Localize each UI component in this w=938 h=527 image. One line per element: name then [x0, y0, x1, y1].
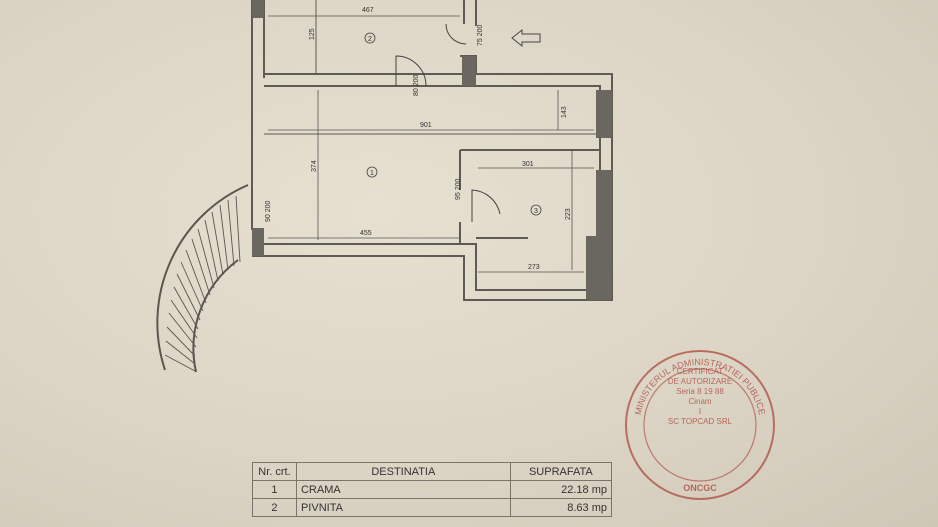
dim-301: 301 [522, 161, 534, 168]
row-nr: 2 [252, 498, 297, 517]
dim-75-200: 75 200 [477, 24, 484, 46]
room-number-3: 3 [534, 208, 538, 215]
dim-374: 374 [311, 160, 318, 172]
table-row: 2 PIVNITA 8.63 mp [252, 498, 613, 517]
dim-467: 467 [362, 7, 374, 14]
row-destinatia: PIVNITA [295, 498, 511, 517]
dim-223: 223 [565, 208, 572, 220]
room-number-1: 1 [370, 170, 374, 177]
stamp-line: SC TOPCAD SRL [667, 417, 733, 426]
dim-273: 273 [528, 264, 540, 271]
header-suprafata: SUPRAFATA [509, 462, 613, 481]
dim-143: 143 [561, 106, 568, 118]
dim-125: 125 [309, 28, 316, 40]
row-destinatia: CRAMA [295, 480, 511, 499]
stamp-line: Cinam [688, 397, 712, 406]
row-nr: 1 [252, 480, 297, 499]
stamp-line: DE AUTORIZARE [667, 377, 733, 386]
area-legend-table: Nr. crt. DESTINATIA SUPRAFATA 1 CRAMA 22… [252, 462, 613, 517]
room-number-2: 2 [368, 36, 372, 43]
stamp-bottom-text: ONCGC [683, 483, 717, 493]
row-suprafata: 22.18 mp [509, 480, 613, 499]
legend-header-row: Nr. crt. DESTINATIA SUPRAFATA [252, 462, 613, 481]
header-nr: Nr. crt. [252, 462, 297, 481]
dim-80-200: 80 200 [413, 74, 420, 96]
staircase [156, 184, 249, 373]
dim-90-200: 90 200 [265, 200, 272, 222]
entrance-arrow-icon [511, 28, 541, 48]
stamp-body: CERTIFICAT DE AUTORIZARE Seria 8 19 88 C… [620, 367, 780, 427]
stamp-line: I [698, 407, 702, 416]
dim-95-200: 95 200 [455, 178, 462, 200]
certification-stamp: MINISTERUL ADMINISTRATIEI PUBLICE CERTIF… [620, 345, 780, 505]
stamp-line: Seria 8 19 88 [676, 387, 724, 396]
dim-455: 455 [360, 230, 372, 237]
row-suprafata: 8.63 mp [509, 498, 613, 517]
header-destinatia: DESTINATIA [295, 462, 511, 481]
dim-901: 901 [420, 122, 432, 129]
table-row: 1 CRAMA 22.18 mp [252, 480, 613, 499]
stamp-line: CERTIFICAT [676, 367, 724, 376]
